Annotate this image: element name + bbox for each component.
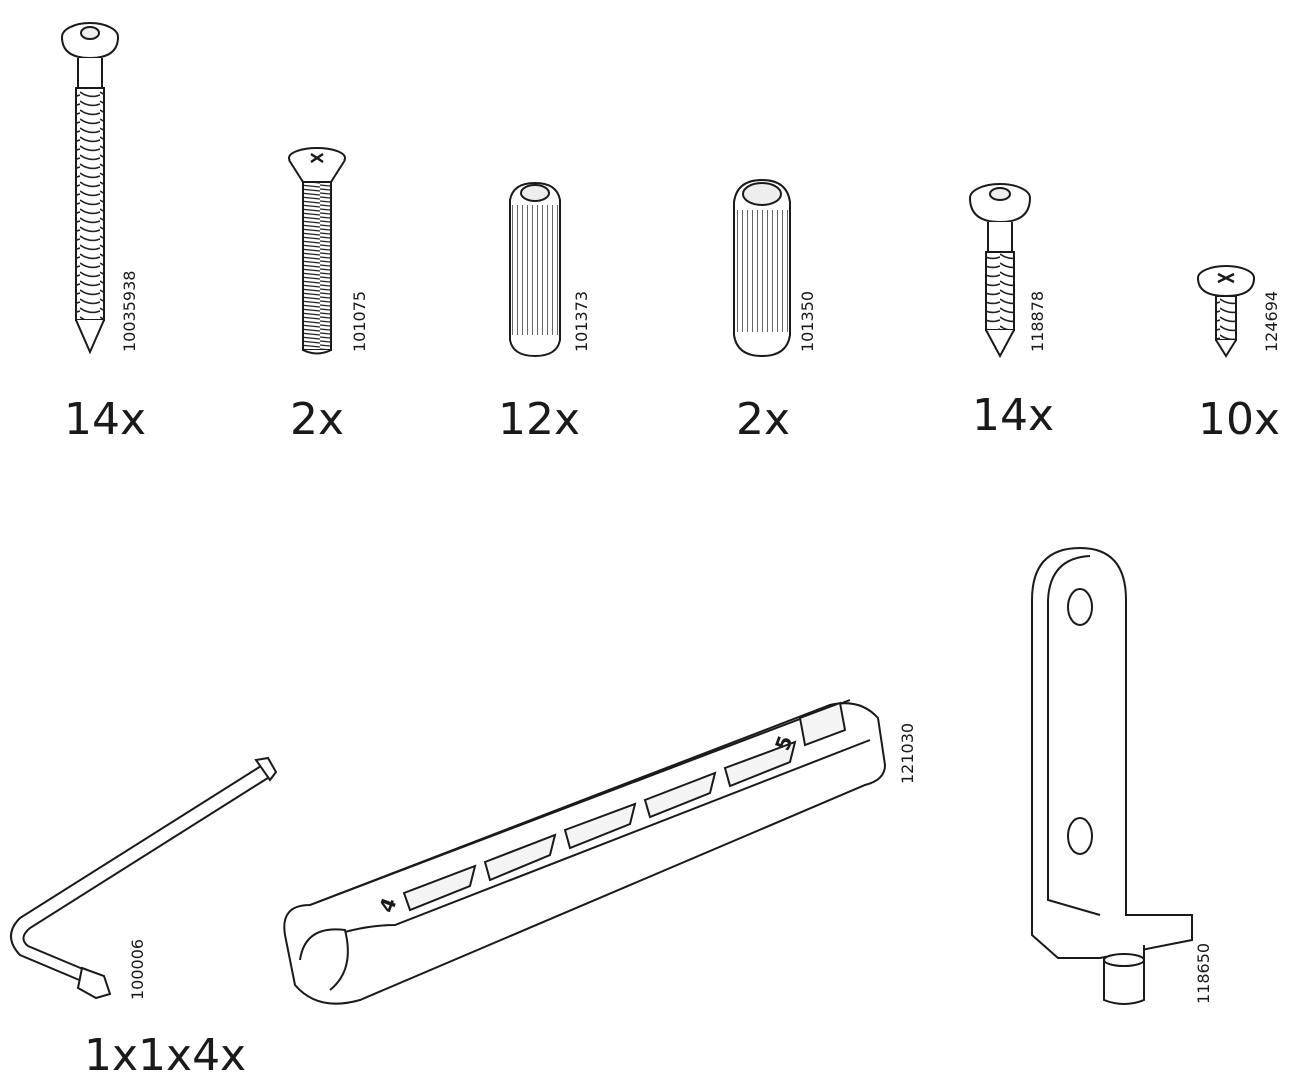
wooden-dowel-large-icon <box>733 178 791 358</box>
wooden-dowel-icon <box>509 181 561 358</box>
part-code-121030: 121030 <box>898 722 917 784</box>
l-bracket-icon <box>1031 546 1193 1005</box>
quantity-10035938: 14x <box>64 394 147 445</box>
quantity-100006: 1x1x4x <box>84 1030 247 1081</box>
machine-screw-icon <box>288 147 346 355</box>
part-code-101373: 101373 <box>572 290 591 352</box>
quantity-101373: 12x <box>498 394 581 445</box>
part-code-124694: 124694 <box>1262 290 1281 352</box>
quantity-101350: 2x <box>736 394 791 445</box>
quantity-118878: 14x <box>972 390 1055 441</box>
part-code-118650: 118650 <box>1194 942 1213 1004</box>
short-wood-screw-icon <box>969 183 1031 359</box>
drawer-rail-icon <box>283 699 887 1005</box>
part-code-118878: 118878 <box>1028 290 1047 352</box>
part-code-100006: 100006 <box>128 938 147 1000</box>
quantity-101075: 2x <box>290 394 345 445</box>
pan-head-screw-icon <box>1197 265 1255 358</box>
part-code-10035938: 10035938 <box>120 270 139 352</box>
part-code-101350: 101350 <box>798 290 817 352</box>
quantity-124694: 10x <box>1198 394 1281 445</box>
long-wood-screw-icon <box>61 22 119 355</box>
part-code-101075: 101075 <box>350 290 369 352</box>
allen-key-icon <box>10 756 278 1000</box>
